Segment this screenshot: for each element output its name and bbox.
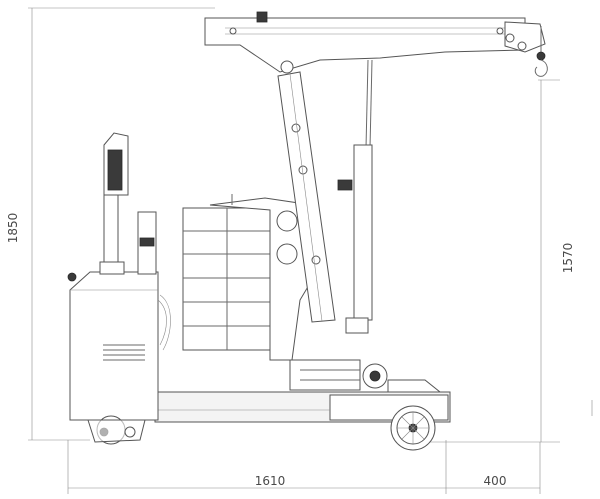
front-wheel [390,405,436,451]
lower-linkage [289,359,442,393]
jib-arm [204,11,546,74]
drive-wheel [87,415,146,445]
dim-overhang: 400 [484,474,507,488]
hook [534,26,548,77]
dim-hook-height: 1570 [561,243,575,274]
tiller-handle [99,132,129,275]
counterweight-blocks [182,207,272,351]
drive-unit [67,271,171,421]
dimension-lines [28,7,593,494]
dim-base-length: 1610 [255,474,286,488]
hydraulic-cylinder [337,59,373,334]
control-post [137,211,157,275]
dim-total-height: 1850 [6,213,20,244]
mast [277,71,336,323]
